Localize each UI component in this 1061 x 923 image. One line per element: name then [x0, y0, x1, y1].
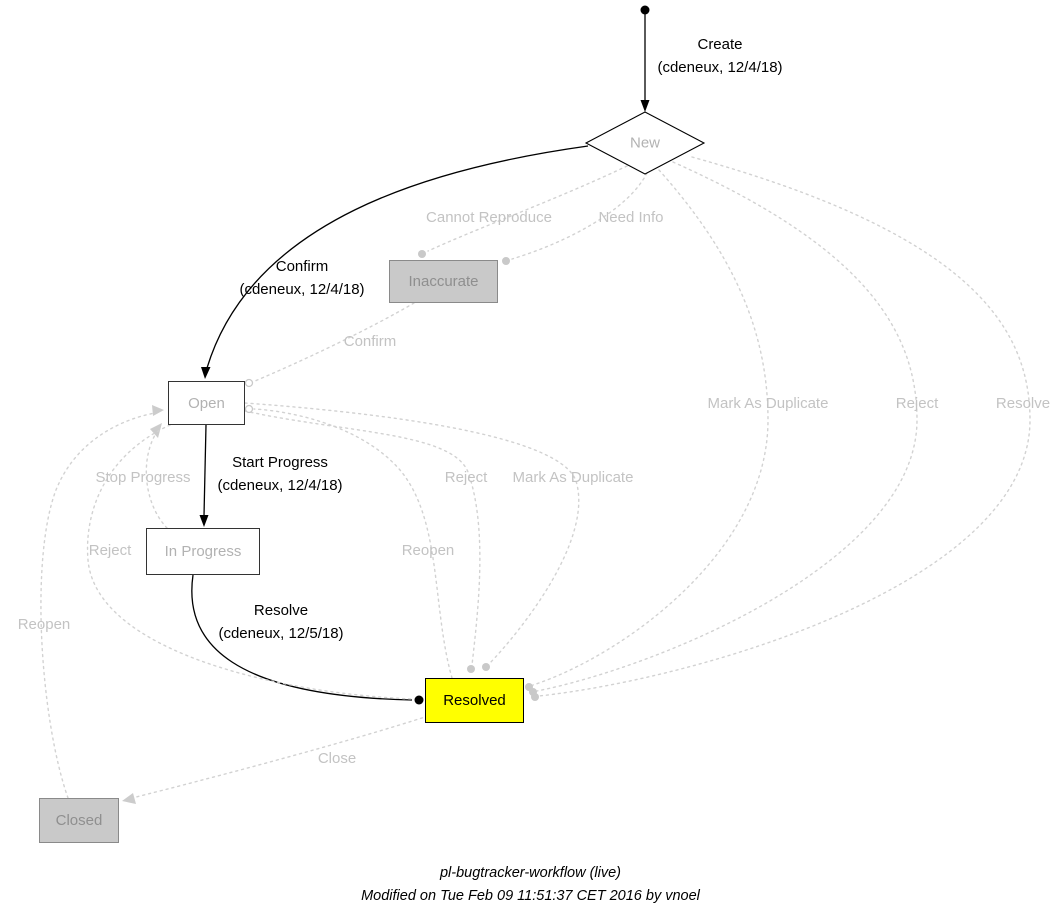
edge-label-reject-new: Reject: [895, 395, 939, 412]
node-resolved: Resolved: [425, 678, 524, 723]
edge-label-cannot-reproduce: Cannot Reproduce: [426, 209, 552, 226]
edge-cannot-reproduce-endpoint-dot: [418, 250, 426, 258]
edge-confirm-inaccurate: [254, 302, 415, 382]
diagram-title: pl-bugtracker-workflow (live): [439, 865, 622, 881]
edge-label-reopen-resolved: Reopen: [401, 542, 455, 559]
edge-confirm-inaccurate-endpoint-circle: [244, 378, 254, 388]
edge-label-need-info: Need Info: [598, 209, 664, 226]
edge-label-resolve-in-progress: Resolve (cdeneux, 12/5/18): [218, 599, 343, 645]
edge-resolve-endpoint-dot: [414, 695, 424, 705]
edge-label-resolve-in-progress-detail: (cdeneux, 12/5/18): [218, 625, 344, 642]
node-new-shape: [584, 111, 706, 175]
edge-create-arrow-icon: [640, 100, 650, 112]
edge-label-mark-as-duplicate-new: Mark As Duplicate: [707, 395, 829, 412]
edge-label-create-detail: (cdeneux, 12/4/18): [657, 59, 783, 76]
edge-label-mark-as-duplicate-open: Mark As Duplicate: [512, 469, 634, 486]
edge-resolve-new: [538, 156, 1031, 697]
edge-confirm-new-arrow-icon: [201, 367, 211, 379]
edge-resolve-new-endpoint-dot: [531, 693, 539, 701]
edge-label-create-name: Create: [697, 36, 743, 53]
edge-reject-new: [536, 161, 918, 692]
edge-close-arrow-icon: [122, 793, 136, 804]
edge-mark-as-duplicate-new: [532, 169, 769, 686]
node-closed-label: Closed: [55, 812, 103, 829]
edge-reopen-closed: [40, 412, 156, 799]
edge-label-confirm-new-name: Confirm: [275, 258, 329, 275]
edge-label-resolve-in-progress-name: Resolve: [253, 602, 309, 619]
edge-label-start-progress: Start Progress (cdeneux, 12/4/18): [217, 451, 342, 497]
edge-start-progress: [203, 424, 207, 517]
edge-label-confirm-new-detail: (cdeneux, 12/4/18): [239, 281, 365, 298]
edge-label-resolve-new: Resolve: [995, 395, 1051, 412]
node-open-label: Open: [188, 394, 225, 412]
edge-label-reject-in-progress: Reject: [88, 542, 132, 559]
diagram-modified-caption: Modified on Tue Feb 09 11:51:37 CET 2016…: [361, 888, 700, 904]
edge-reopen-resolved-endpoint-circle: [244, 404, 254, 414]
node-inaccurate-label: Inaccurate: [408, 273, 479, 290]
edge-mark-as-duplicate-open-endpoint-dot: [482, 663, 490, 671]
edge-label-stop-progress: Stop Progress: [95, 469, 191, 486]
edge-reopen-resolved: [253, 408, 453, 679]
edge-confirm-new: [206, 145, 589, 369]
edge-need-info-endpoint-dot: [502, 257, 510, 265]
edge-label-reopen-closed: Reopen: [17, 616, 71, 633]
edge-label-start-progress-name: Start Progress: [232, 454, 328, 471]
edge-resolve-in-progress: [191, 574, 413, 701]
node-in-progress-label: In Progress: [164, 543, 242, 560]
edge-need-info: [511, 172, 648, 260]
edge-label-close: Close: [317, 750, 357, 767]
node-resolved-label: Resolved: [443, 692, 506, 709]
edge-label-reject-open: Reject: [444, 469, 488, 486]
edge-reject-in-progress: [86, 424, 414, 700]
edge-reopen-closed-arrow-icon: [152, 405, 164, 416]
edge-mark-as-duplicate-open: [244, 402, 580, 665]
edge-stop-progress-arrow-icon: [150, 423, 162, 438]
edge-label-confirm-inaccurate: Confirm: [343, 333, 397, 350]
start-state-dot: [640, 5, 650, 15]
edge-cannot-reproduce: [427, 165, 628, 252]
node-open: Open: [168, 381, 245, 425]
node-in-progress: In Progress: [146, 528, 260, 575]
edge-label-start-progress-detail: (cdeneux, 12/4/18): [217, 477, 343, 494]
node-new: New: [629, 134, 661, 152]
edge-close: [131, 715, 429, 799]
node-inaccurate: Inaccurate: [389, 260, 498, 303]
edge-label-confirm-new: Confirm (cdeneux, 12/4/18): [239, 255, 364, 301]
node-closed: Closed: [39, 798, 119, 843]
edge-reject-open-endpoint-dot: [467, 665, 475, 673]
edge-start-progress-arrow-icon: [199, 515, 209, 527]
edge-label-create: Create (cdeneux, 12/4/18): [657, 33, 782, 79]
